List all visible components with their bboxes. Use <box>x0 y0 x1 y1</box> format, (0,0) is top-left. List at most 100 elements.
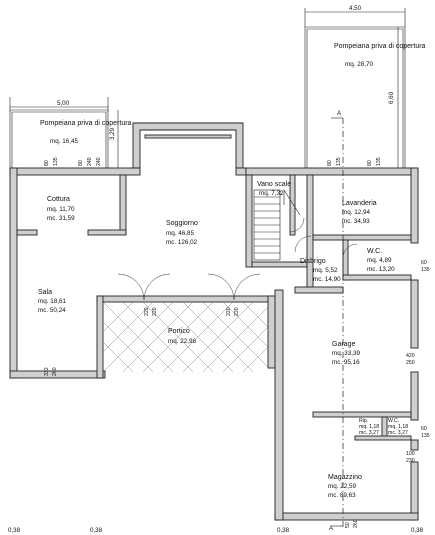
svg-text:W.C.: W.C. <box>367 248 382 255</box>
svg-text:mc. 13,20: mc. 13,20 <box>367 266 395 273</box>
svg-text:135: 135 <box>336 157 342 166</box>
bottom-dimensions: 0,38 0,38 0,38 0,38 <box>8 527 424 534</box>
dim-left-top-width: 5,00 <box>57 100 70 107</box>
svg-text:0,38: 0,38 <box>277 527 290 534</box>
svg-text:0,38: 0,38 <box>411 527 424 534</box>
room-label-small-2: W.C. mq. 1,18 mc. 3,27 <box>388 418 408 436</box>
svg-text:230: 230 <box>406 458 415 464</box>
svg-text:mq. 12,94: mq. 12,94 <box>342 209 371 216</box>
svg-text:mq. 11,70: mq. 11,70 <box>47 206 75 213</box>
svg-text:Disbrigo: Disbrigo <box>300 258 326 265</box>
right-terrace-height-dim: 6,60 <box>388 27 399 168</box>
svg-text:0,38: 0,38 <box>90 527 103 534</box>
svg-text:mq. 22,59: mq. 22,59 <box>328 483 357 490</box>
exterior-walls <box>9 122 419 521</box>
room-label-terrace-left: Pompeiana priva di copertura mq. 16,45 <box>40 120 132 145</box>
svg-text:mc. 89,63: mc. 89,63 <box>328 492 356 499</box>
svg-text:Magazzino: Magazzino <box>328 474 362 481</box>
svg-text:50: 50 <box>345 522 351 528</box>
left-top-dimension: 5,00 <box>9 97 109 112</box>
svg-text:Cottura: Cottura <box>47 196 70 203</box>
room-label-lavanderia: Lavanderia mq. 12,94 mc. 34,93 <box>342 200 377 225</box>
room-label-small-1: Rip. mq. 1,18 mc. 3,27 <box>359 418 379 436</box>
svg-text:Pompeiana priva di copertura: Pompeiana priva di copertura <box>334 43 426 50</box>
svg-text:mq. 7,32: mq. 7,32 <box>259 190 284 197</box>
svg-text:mq. 16,45: mq. 16,45 <box>50 138 79 145</box>
opening-labels: 80 135 80 240 80 135 80 135 60 135 420 2… <box>44 157 430 528</box>
room-label-soggiorno: Soggiorno mq. 46,85 mc. 126,02 <box>166 220 198 246</box>
room-label-terrace-right: Pompeiana priva di copertura mq. 28,70 <box>334 43 426 68</box>
svg-text:80: 80 <box>44 160 50 166</box>
section-marker-top: A <box>337 110 342 117</box>
dim-top-width: 4,50 <box>349 5 362 12</box>
room-label-wc: W.C. mq. 4,89 mc. 13,20 <box>367 248 395 273</box>
room-label-disbrigo: Disbrigo mq. 5,52 mc. 14,90 <box>300 258 341 283</box>
left-terrace-height-dim: 3,29 <box>109 110 119 168</box>
top-dimension: 4,50 <box>304 5 406 27</box>
svg-text:mc. 3,27: mc. 3,27 <box>388 430 408 436</box>
svg-text:mq. 46,85: mq. 46,85 <box>166 230 195 237</box>
svg-text:80: 80 <box>327 160 333 166</box>
svg-text:mc. 14,90: mc. 14,90 <box>313 276 341 283</box>
dim-terrace-right-height: 6,60 <box>388 91 395 104</box>
svg-text:Garage: Garage <box>332 341 355 348</box>
svg-text:Pompeiana priva di copertura: Pompeiana priva di copertura <box>40 120 132 127</box>
svg-text:220: 220 <box>144 307 150 316</box>
svg-text:250: 250 <box>406 360 415 366</box>
svg-text:260: 260 <box>52 367 58 376</box>
svg-text:0,38: 0,38 <box>8 527 21 534</box>
svg-text:mq. 33,39: mq. 33,39 <box>332 350 361 357</box>
svg-text:60: 60 <box>421 260 427 266</box>
svg-text:Lavanderia: Lavanderia <box>342 200 377 207</box>
svg-text:60: 60 <box>421 426 427 432</box>
svg-text:220: 220 <box>226 307 232 316</box>
svg-text:mq. 4,89: mq. 4,89 <box>367 257 392 264</box>
svg-text:mq. 1,18: mq. 1,18 <box>388 424 408 430</box>
svg-text:Sala: Sala <box>38 289 52 296</box>
svg-text:W.C.: W.C. <box>388 418 399 424</box>
svg-text:mc. 126,02: mc. 126,02 <box>166 239 198 246</box>
svg-text:80: 80 <box>367 160 373 166</box>
svg-text:220: 220 <box>234 307 240 316</box>
room-label-garage: Garage mq. 33,39 mc. 95,16 <box>332 341 361 366</box>
terrace-left <box>9 109 109 168</box>
room-label-vano-scale: Vano scale mq. 7,32 <box>257 181 291 197</box>
svg-text:260: 260 <box>353 519 359 528</box>
svg-text:mq. 28,70: mq. 28,70 <box>345 61 374 68</box>
svg-text:Rip.: Rip. <box>359 418 368 424</box>
section-line: A A <box>329 110 344 532</box>
svg-text:135: 135 <box>53 157 59 166</box>
svg-text:mc. 3,27: mc. 3,27 <box>359 430 379 436</box>
svg-text:80: 80 <box>78 160 84 166</box>
svg-text:mq. 1,18: mq. 1,18 <box>359 424 379 430</box>
terrace-right <box>304 26 406 168</box>
svg-text:240: 240 <box>96 157 102 166</box>
svg-text:mq. 22,98: mq. 22,98 <box>168 338 197 345</box>
svg-text:Portico: Portico <box>168 328 190 335</box>
room-label-cottura: Cottura mq. 11,70 mc. 31,59 <box>47 196 75 222</box>
svg-text:mc. 95,16: mc. 95,16 <box>332 359 360 366</box>
interior-walls <box>16 174 412 441</box>
svg-text:100: 100 <box>406 451 415 457</box>
svg-text:240: 240 <box>87 157 93 166</box>
svg-text:332: 332 <box>44 367 50 376</box>
section-marker-bottom: A <box>329 525 334 532</box>
svg-text:mc. 34,93: mc. 34,93 <box>342 218 370 225</box>
svg-text:135: 135 <box>421 267 430 273</box>
svg-text:135: 135 <box>376 157 382 166</box>
svg-text:mc. 31,59: mc. 31,59 <box>47 215 75 222</box>
svg-text:Soggiorno: Soggiorno <box>166 220 198 227</box>
svg-text:mc. 50,24: mc. 50,24 <box>38 307 66 314</box>
svg-text:135: 135 <box>421 433 430 439</box>
svg-text:mq. 18,61: mq. 18,61 <box>38 298 67 305</box>
room-label-portico: Portico mq. 22,98 <box>168 328 197 345</box>
svg-text:Vano scale: Vano scale <box>257 181 291 188</box>
svg-text:mq. 5,52: mq. 5,52 <box>313 267 338 274</box>
svg-text:420: 420 <box>406 353 415 359</box>
room-label-magazzino: Magazzino mq. 22,59 mc. 89,63 <box>328 474 362 499</box>
dim-terrace-left-height: 3,29 <box>109 127 116 140</box>
staircase <box>253 188 301 261</box>
door-swings <box>117 217 358 301</box>
room-label-sala: Sala mq. 18,61 mc. 50,24 <box>38 289 67 314</box>
